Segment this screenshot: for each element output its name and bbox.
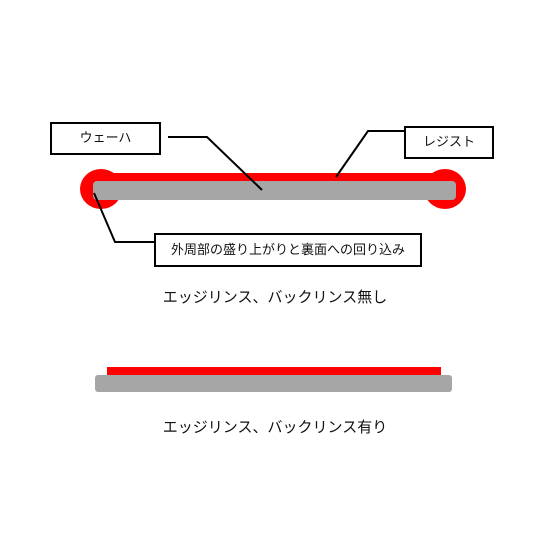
resist-label: レジスト <box>404 126 494 159</box>
resist-leader-line <box>335 130 404 178</box>
wafer-label: ウェーハ <box>50 122 161 155</box>
caption-without-rinse: エッジリンス、バックリンス無し <box>162 288 388 306</box>
caption-with-rinse: エッジリンス、バックリンス有り <box>162 418 388 436</box>
resist-layer-bottom <box>107 367 441 376</box>
edge-leader-line <box>93 192 154 243</box>
wafer-leader-line <box>168 136 263 191</box>
edge-effect-label: 外周部の盛り上がりと裏面への回り込み <box>154 233 422 267</box>
wafer-with-rinse <box>95 375 452 392</box>
wafer-without-rinse <box>93 181 456 200</box>
